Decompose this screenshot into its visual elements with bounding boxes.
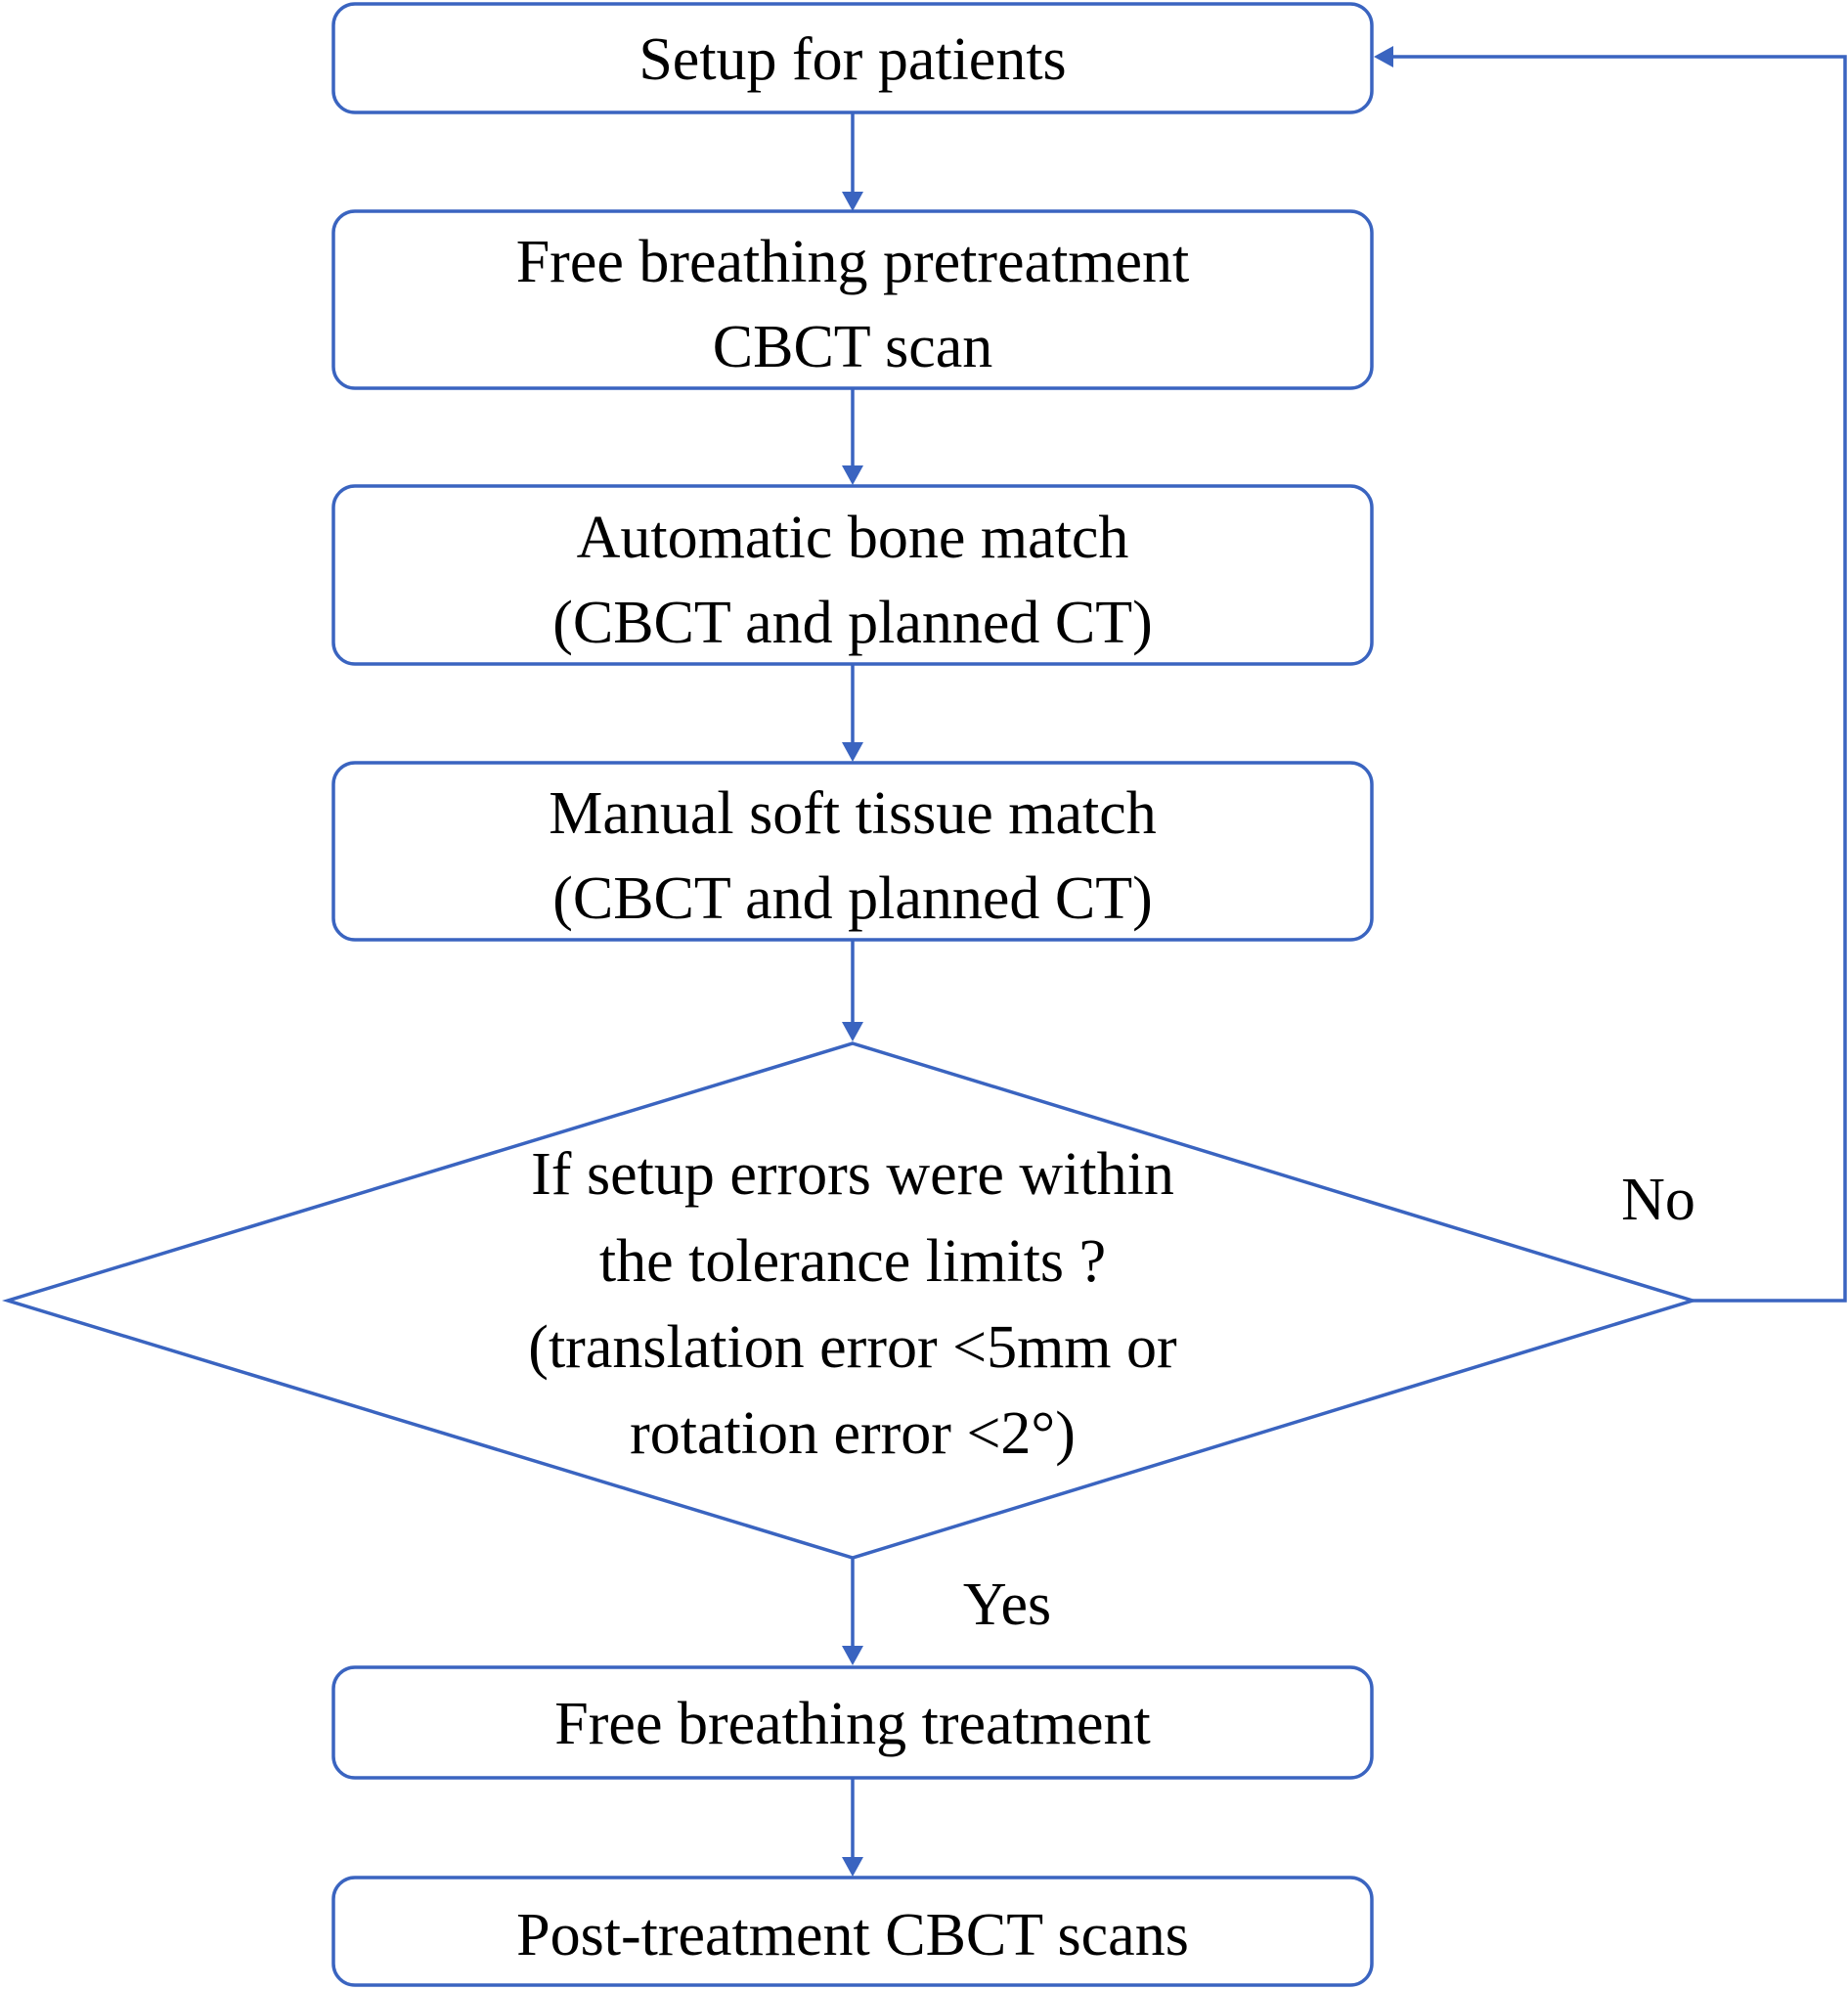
connector-bone-to-soft-tissue — [842, 664, 863, 762]
connector-soft-tissue-to-decision — [842, 940, 863, 1041]
step-setup-label: Setup for patients — [638, 26, 1066, 93]
step-treatment-label: Free breathing treatment — [554, 1691, 1150, 1757]
arrowhead-icon — [842, 1857, 863, 1877]
branch-label-yes: Yes — [963, 1571, 1051, 1638]
step-soft-tissue-line2: (CBCT and planned CT) — [552, 865, 1153, 932]
connector-scan-to-bone-match — [842, 388, 863, 485]
connector-treatment-to-post-scan — [842, 1778, 863, 1877]
step-post-scan-box — [331, 1876, 1374, 1987]
arrowhead-icon — [842, 1022, 863, 1041]
decision-tolerance-check: If setup errors were within the toleranc… — [1, 1041, 1698, 1560]
decision-line2: the tolerance limits ? — [599, 1228, 1106, 1295]
step-manual-soft-tissue-match: Manual soft tissue match (CBCT and plann… — [331, 761, 1374, 942]
arrowhead-icon — [842, 742, 863, 762]
step-soft-tissue-line1: Manual soft tissue match — [549, 780, 1157, 847]
decision-line3: (translation error <5mm or — [528, 1314, 1177, 1381]
step-setup-for-patients: Setup for patients — [331, 2, 1374, 114]
step-bone-match-line2: (CBCT and planned CT) — [552, 590, 1153, 656]
arrowhead-icon — [1374, 46, 1393, 67]
arrowhead-icon — [842, 465, 863, 485]
step-free-breathing-treatment: Free breathing treatment — [331, 1665, 1374, 1780]
arrowhead-icon — [842, 192, 863, 211]
connector-setup-to-scan — [842, 112, 863, 211]
step-automatic-bone-match: Automatic bone match (CBCT and planned C… — [331, 484, 1374, 666]
step-pretreatment-cbct-scan: Free breathing pretreatment CBCT scan — [331, 209, 1374, 390]
decision-line1: If setup errors were within — [531, 1141, 1174, 1208]
branch-label-no: No — [1621, 1167, 1695, 1233]
arrowhead-icon — [842, 1646, 863, 1665]
decision-line4: rotation error <2°) — [630, 1400, 1076, 1467]
step-post-scan-label: Post-treatment CBCT scans — [516, 1902, 1189, 1968]
step-pretreatment-line1: Free breathing pretreatment — [516, 229, 1190, 295]
step-pretreatment-line2: CBCT scan — [713, 314, 992, 380]
step-bone-match-line1: Automatic bone match — [577, 505, 1129, 571]
step-post-treatment-cbct-scans: Post-treatment CBCT scans — [331, 1876, 1374, 1987]
decision-diamond — [1, 1041, 1698, 1560]
connector-no-loop-back — [1374, 46, 1847, 1303]
connector-yes-to-treatment — [842, 1558, 863, 1665]
